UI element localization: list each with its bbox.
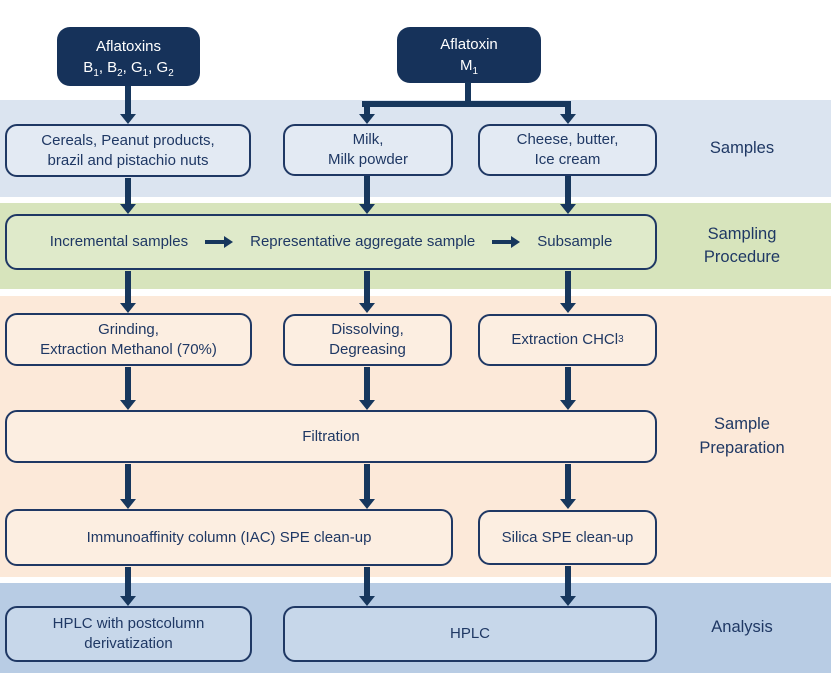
- node-aflatoxin-m1: Aflatoxin M1: [397, 27, 541, 83]
- box-silica-spe-cleanup: Silica SPE clean-up: [478, 510, 657, 565]
- arrow-down-icon: [120, 464, 136, 509]
- arrow-down-icon: [120, 367, 136, 410]
- arrow-down-icon: [120, 271, 136, 313]
- node-aflatoxins-line1: Aflatoxins: [95, 37, 162, 55]
- arrow-down-icon: [560, 464, 576, 509]
- box-sampling-procedure: Incremental samples Representative aggre…: [5, 214, 657, 270]
- arrow-down-icon: [359, 271, 375, 313]
- band-samples: Samples: [0, 100, 831, 197]
- branch-horizontal-bar: [362, 101, 571, 107]
- band-sample-preparation: Sample Preparation: [0, 296, 831, 577]
- box-iac-spe-cleanup: Immunoaffinity column (IAC) SPE clean-up: [5, 509, 453, 566]
- sampling-step-incremental: Incremental samples: [49, 233, 189, 251]
- box-grinding-extraction: Grinding, Extraction Methanol (70%): [5, 313, 252, 366]
- band-label-samples: Samples: [709, 138, 775, 157]
- band-analysis: Analysis: [0, 583, 831, 673]
- box-dissolving-degreasing: Dissolving, Degreasing: [283, 314, 452, 366]
- arrow-down-icon: [560, 566, 576, 606]
- arrow-down-icon: [359, 367, 375, 410]
- arrow-down-icon: [560, 101, 576, 124]
- arrow-down-icon: [120, 86, 136, 124]
- band-label-analysis: Analysis: [711, 618, 773, 637]
- box-cereals-peanut: Cereals, Peanut products, brazil and pis…: [5, 124, 251, 177]
- arrow-down-icon: [359, 176, 375, 214]
- arrow-down-icon: [120, 567, 136, 606]
- node-aflatoxins-b-g: Aflatoxins B1, B2, G1, G2: [57, 27, 200, 86]
- arrow-down-icon: [560, 271, 576, 313]
- box-hplc-postcolumn: HPLC with postcolumn derivatization: [5, 606, 252, 662]
- arrow-right-icon: [205, 236, 233, 248]
- sampling-steps-row: Incremental samples Representative aggre…: [50, 232, 613, 252]
- node-aflatoxin-m1-line1: Aflatoxin: [440, 36, 498, 53]
- band-label-sampling-procedure: Sampling Procedure: [703, 224, 781, 266]
- arrow-down-icon: [359, 464, 375, 509]
- arrow-down-icon: [359, 101, 375, 124]
- band-sampling-procedure: Sampling Procedure: [0, 203, 831, 289]
- box-filtration: Filtration: [5, 410, 657, 463]
- box-cheese-butter: Cheese, butter, Ice cream: [478, 124, 657, 176]
- sampling-step-aggregate: Representative aggregate sample: [250, 233, 476, 251]
- arrow-down-icon: [560, 176, 576, 214]
- branch-stem: [465, 82, 471, 104]
- box-milk: Milk, Milk powder: [283, 124, 453, 176]
- sampling-step-subsample: Subsample: [537, 233, 613, 251]
- band-label-sample-preparation: Sample Preparation: [699, 415, 785, 457]
- node-aflatoxin-m1-line2: M1: [460, 57, 478, 77]
- arrow-down-icon: [359, 567, 375, 606]
- node-aflatoxins-line2: B1, B2, G1, G2: [83, 58, 174, 79]
- arrow-right-icon: [492, 236, 520, 248]
- arrow-down-icon: [560, 367, 576, 410]
- arrow-down-icon: [120, 178, 136, 214]
- box-hplc: HPLC: [283, 606, 657, 662]
